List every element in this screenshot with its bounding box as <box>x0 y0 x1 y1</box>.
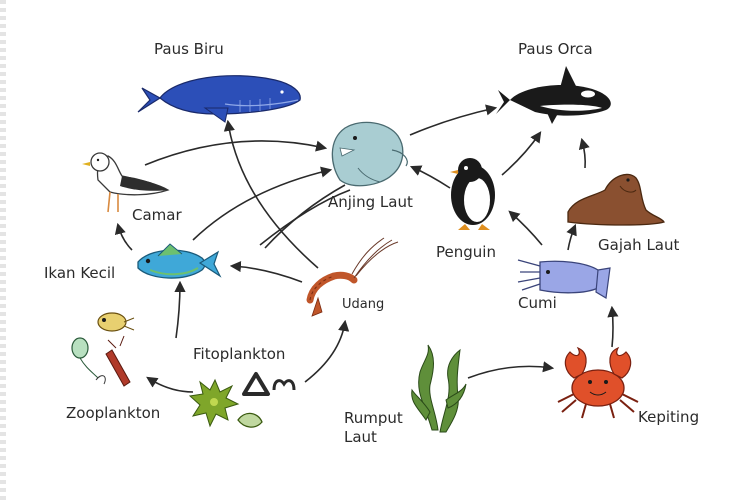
label-rumput-laut: Rumput Laut <box>344 409 403 446</box>
arrow-penguin-to-orca <box>501 131 542 176</box>
small-fish-icon <box>137 243 222 279</box>
arrow-camar-to-anjing-laut <box>144 140 328 166</box>
penguin-icon <box>450 158 495 230</box>
arrow-fitoplankton-to-ikan <box>174 280 186 339</box>
page-edge-dots <box>0 0 6 500</box>
squid-icon <box>517 259 611 299</box>
arrow-ikan-to-camar <box>114 222 133 251</box>
arrow-penguin-to-anjing-laut <box>409 165 451 189</box>
label-fitoplankton: Fitoplankton <box>193 345 286 363</box>
arrow-fitoplankton-to-udang <box>304 319 350 383</box>
arrow-cumi-to-gajah-laut <box>566 223 577 251</box>
arrow-rumput-laut-to-kepiting <box>467 361 555 379</box>
phytoplankton-icon <box>188 372 296 428</box>
label-gajah-laut: Gajah Laut <box>598 236 680 254</box>
label-paus-orca: Paus Orca <box>518 40 593 58</box>
label-kepiting: Kepiting <box>638 408 700 426</box>
label-ikan-kecil: Ikan Kecil <box>44 264 116 282</box>
arrow-cumi-to-penguin <box>508 210 543 246</box>
label-udang: Udang <box>342 297 385 312</box>
seaweed-icon <box>411 344 467 433</box>
blue-whale-icon <box>137 75 301 123</box>
seal-icon <box>331 121 408 187</box>
arrow-gajah-laut-to-orca <box>578 137 590 169</box>
arrow-udang-to-anjing-laut-cross <box>259 189 351 246</box>
label-camar: Camar <box>132 206 182 224</box>
orca-icon <box>496 66 611 124</box>
crab-icon <box>557 346 639 419</box>
arrow-udang-to-paus-biru <box>223 119 319 269</box>
label-cumi: Cumi <box>518 294 557 312</box>
label-anjing-laut: Anjing Laut <box>328 193 413 211</box>
arrows-group <box>114 104 619 393</box>
arrow-kepiting-to-cumi <box>607 305 619 348</box>
arrow-udang-to-ikan <box>229 260 303 283</box>
arrow-fitoplankton-to-zooplankton <box>146 376 194 393</box>
zooplankton-icon <box>71 312 135 387</box>
label-penguin: Penguin <box>436 243 496 261</box>
arrow-ikan-to-anjing-laut <box>192 166 333 241</box>
elephant-seal-icon <box>567 173 665 226</box>
shrimp-icon <box>306 237 399 317</box>
seagull-icon <box>82 152 170 213</box>
label-paus-biru: Paus Biru <box>154 40 224 58</box>
arrow-udang-to-anjing-laut <box>264 184 346 249</box>
label-zooplankton: Zooplankton <box>66 404 161 422</box>
arrow-anjing-laut-to-orca <box>409 104 498 136</box>
